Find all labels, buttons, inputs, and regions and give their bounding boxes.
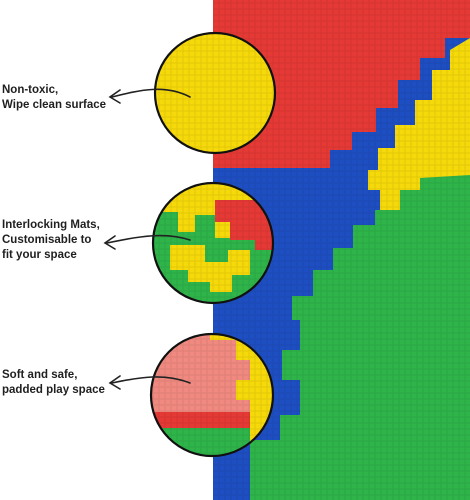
foam-mat-photo: [213, 0, 470, 500]
arrow-3-icon: [108, 375, 191, 390]
feature-label-interlocking: Interlocking Mats, Customisable to fit y…: [2, 219, 100, 261]
arrow-1-icon: [108, 88, 191, 104]
feature-label-soft-safe: Soft and safe, padded play space: [2, 369, 105, 396]
feature-1-closeup: [153, 31, 277, 155]
feature-label-wipe-clean: Non-toxic, Wipe clean surface: [2, 84, 107, 111]
feature-2-closeup: [151, 181, 275, 305]
arrow-2-icon: [103, 234, 191, 250]
